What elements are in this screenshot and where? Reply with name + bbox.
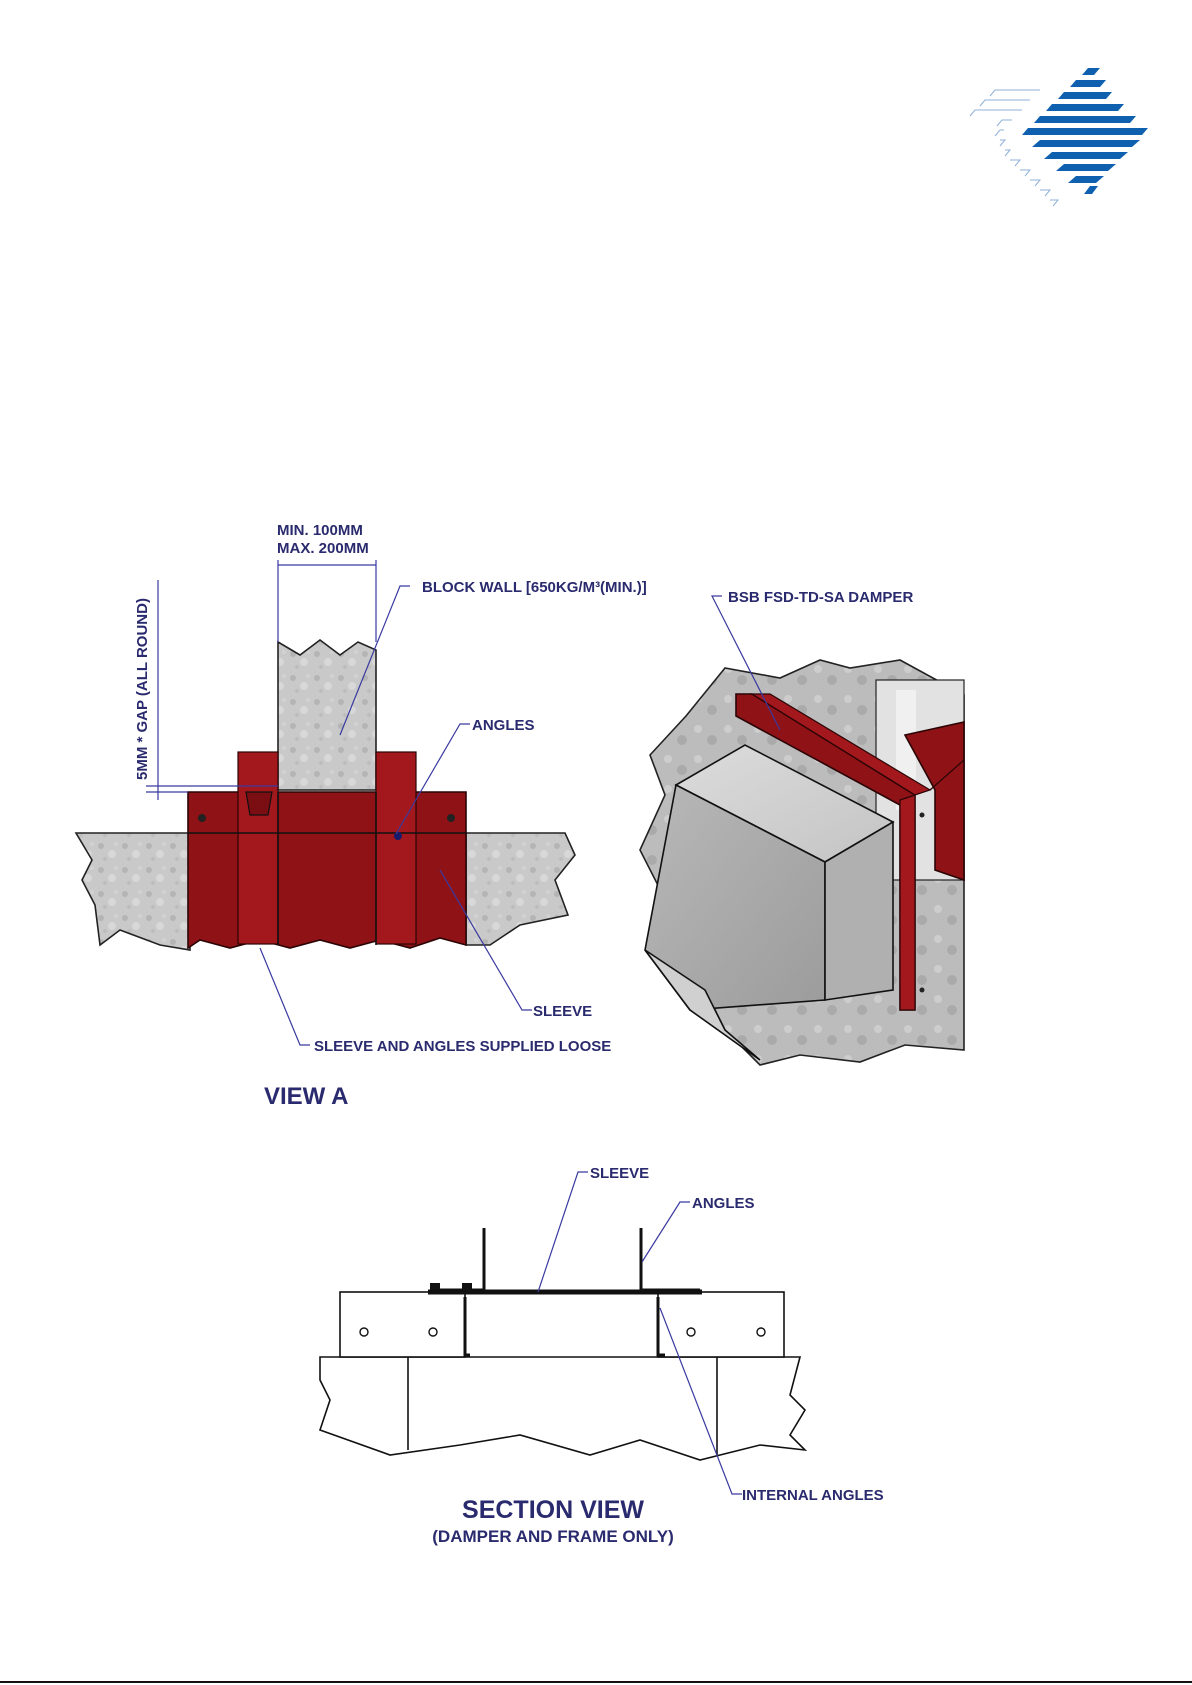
- floor-slab-right: [466, 833, 575, 945]
- section-view-subtitle: (DAMPER AND FRAME ONLY): [432, 1527, 673, 1546]
- supplied-loose-label: SLEEVE AND ANGLES SUPPLIED LOOSE: [314, 1038, 611, 1055]
- dim-max-label: MAX. 200MM: [277, 540, 369, 557]
- sleeve-body: [188, 792, 466, 948]
- view-a-title: VIEW A: [264, 1083, 348, 1110]
- diamond-stripe-logo: [970, 68, 1148, 206]
- internal-angles-label: INTERNAL ANGLES: [742, 1487, 884, 1504]
- section-base-outline: [320, 1357, 805, 1460]
- angle-right: [376, 752, 416, 944]
- section-sleeve-label: SLEEVE: [590, 1165, 649, 1182]
- block-wall-label: BLOCK WALL [650KG/M³(MIN.)]: [422, 579, 647, 596]
- section-view-title: SECTION VIEW: [462, 1496, 644, 1524]
- sleeve-label: SLEEVE: [533, 1003, 592, 1020]
- damper-box-right: [658, 1292, 784, 1357]
- dim-min-label: MIN. 100MM: [277, 522, 363, 539]
- angle-left: [238, 752, 278, 944]
- floor-slab-left: [76, 833, 190, 950]
- section-angles-label: ANGLES: [692, 1195, 755, 1212]
- damper-label: BSB FSD-TD-SA DAMPER: [728, 589, 913, 606]
- angles-label: ANGLES: [472, 717, 535, 734]
- gap-label: 5MM * GAP (ALL ROUND): [134, 598, 151, 780]
- damper-isometric-view: [640, 660, 964, 1065]
- damper-box-left: [340, 1292, 465, 1357]
- block-wall: [278, 640, 376, 790]
- section-view-drawing: [320, 1228, 805, 1460]
